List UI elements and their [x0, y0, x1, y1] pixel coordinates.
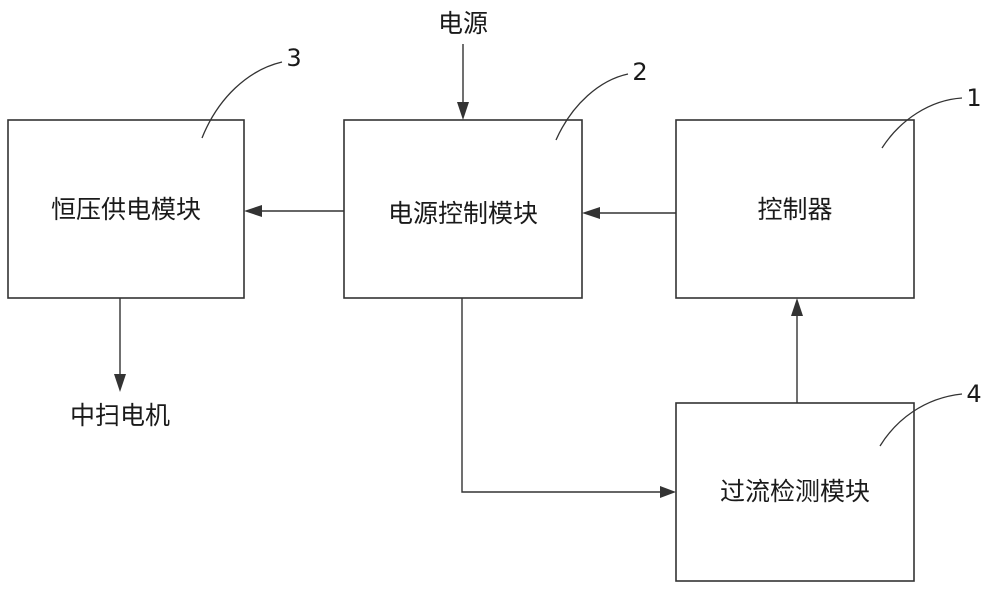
arrowhead: [457, 102, 469, 120]
ref-leader-4: 4: [879, 380, 982, 447]
power-control-module-label: 电源控制模块: [388, 199, 538, 228]
ref-leader-3: 3: [201, 44, 302, 139]
arrow-overcurrent-to-controller: [791, 298, 803, 403]
arrowhead: [582, 207, 600, 219]
ref-number-4: 4: [966, 380, 981, 408]
constant-voltage-module-label: 恒压供电模块: [51, 195, 201, 224]
constant-voltage-module-box: [7, 119, 245, 299]
controller-box: [675, 119, 915, 299]
arrowhead: [244, 205, 262, 217]
arrow-power-to-control: [457, 44, 469, 120]
arrowhead: [791, 298, 803, 316]
arrowhead: [114, 374, 126, 392]
power-control-module-box: [343, 119, 583, 299]
arrow-control-to-overcurrent: [461, 298, 676, 498]
arrowhead: [660, 486, 676, 498]
power-control-module: 电源控制模块: [343, 119, 583, 299]
constant-voltage-module: 恒压供电模块: [7, 119, 245, 299]
ref-number-1: 1: [966, 84, 981, 112]
overcurrent-detect-label: 过流检测模块: [720, 477, 870, 506]
ref-number-2: 2: [632, 58, 647, 86]
arrow-controller-to-control: [582, 207, 676, 219]
overcurrent-detect-module: 过流检测模块: [675, 402, 915, 582]
arrow-control-to-constant-voltage: [244, 205, 344, 217]
power-source-label: 电源: [438, 9, 488, 38]
ref-leader-2: 2: [555, 58, 648, 141]
mid-sweep-motor-label: 中扫电机: [70, 401, 170, 430]
ref-number-3: 3: [286, 44, 301, 72]
arrow-constant-voltage-to-motor: [114, 298, 126, 392]
controller-label: 控制器: [757, 195, 832, 224]
controller-module: 控制器: [675, 119, 915, 299]
ref-leader-1: 1: [881, 84, 982, 149]
overcurrent-detect-box: [675, 402, 915, 582]
